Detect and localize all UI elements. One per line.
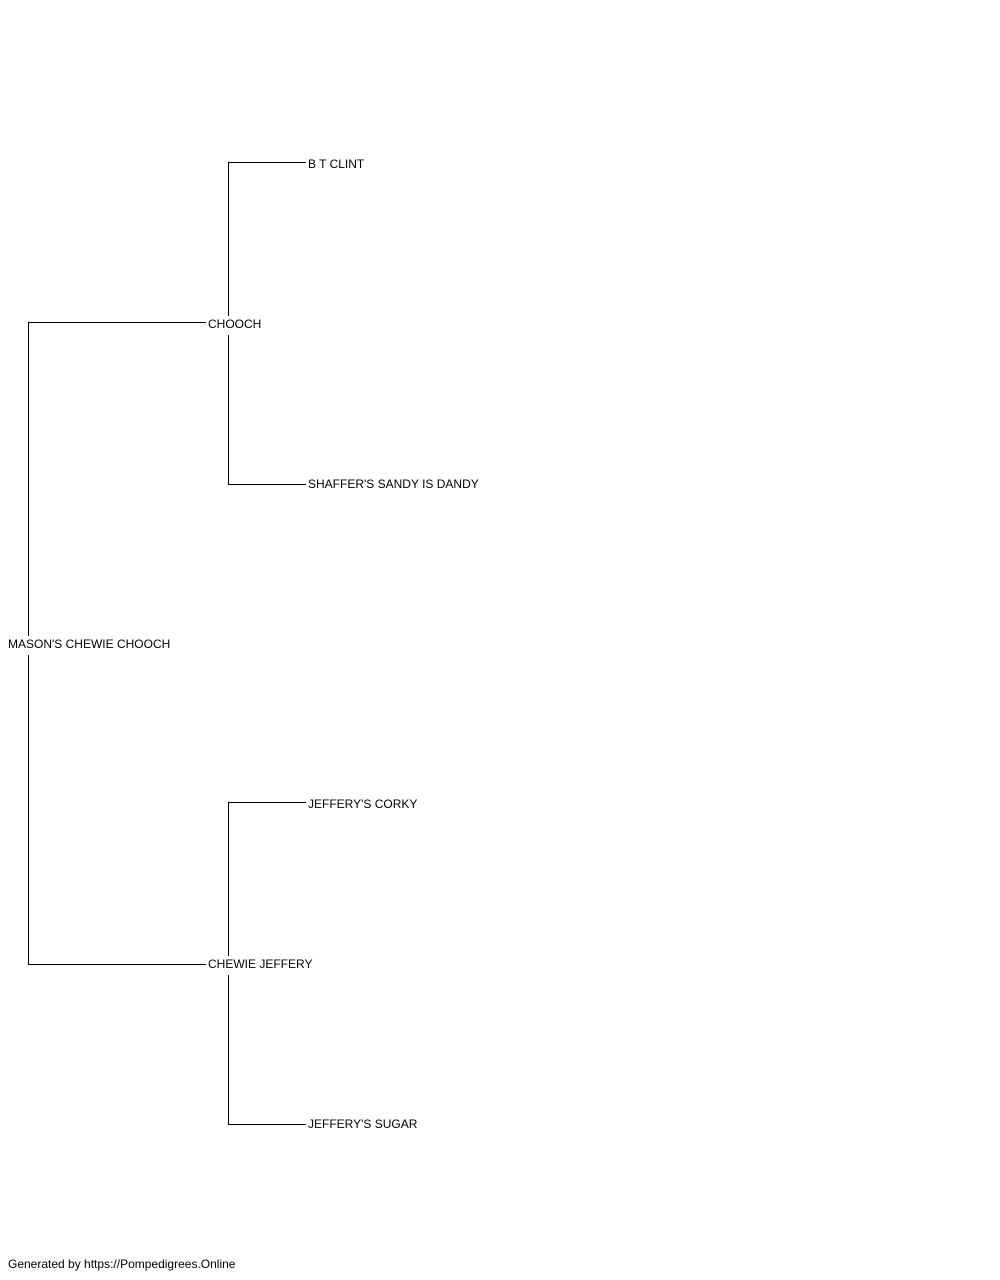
- dam-name: CHEWIE JEFFERY: [208, 957, 313, 971]
- subject-name: MASON'S CHEWIE CHOOCH: [8, 637, 171, 651]
- maternal-grandsire-name: JEFFERY'S CORKY: [308, 797, 418, 811]
- dam-to-dam-sire-connector: [228, 802, 306, 956]
- subject-to-sire-connector: [28, 322, 206, 636]
- dam-to-dam-dam-connector: [228, 975, 306, 1125]
- sire-name: CHOOCH: [208, 317, 262, 331]
- sire-to-sire-dam-connector: [228, 335, 306, 485]
- paternal-granddam-name: SHAFFER'S SANDY IS DANDY: [308, 477, 479, 491]
- generated-by-footer: Generated by https://Pompedigrees.Online: [8, 1257, 236, 1271]
- paternal-grandsire-name: B T CLINT: [308, 157, 365, 171]
- maternal-granddam-name: JEFFERY'S SUGAR: [308, 1117, 418, 1131]
- sire-to-sire-sire-connector: [228, 162, 306, 316]
- subject-to-dam-connector: [28, 655, 206, 965]
